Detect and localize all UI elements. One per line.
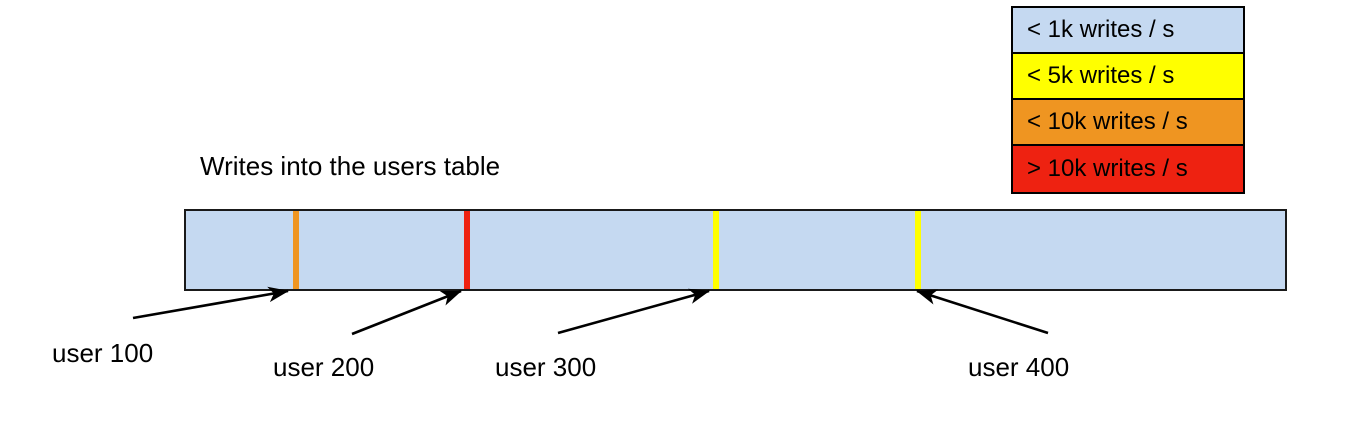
label-user-200: user 200 [273,352,375,382]
arrow-user-200 [351,289,462,336]
label-user-300: user 300 [495,352,597,382]
bar-marker-user-100 [293,211,299,289]
bar-marker-user-200 [464,211,470,289]
arrow-user-300 [557,288,711,335]
legend-row-over-10k: > 10k writes / s [1013,146,1243,192]
legend-label-under-5k: < 5k writes / s [1027,62,1175,89]
bar-marker-user-400 [915,211,921,289]
legend-label-over-10k: > 10k writes / s [1027,155,1188,182]
legend-row-under-1k: < 1k writes / s [1013,8,1243,54]
arrow-user-400 [916,289,1049,335]
label-user-100: user 100 [52,338,154,368]
legend-row-under-5k: < 5k writes / s [1013,54,1243,100]
users-table-bar-fill [186,211,1285,289]
users-table-bar [184,209,1287,291]
write-rate-legend: < 1k writes / s < 5k writes / s < 10k wr… [1011,6,1245,194]
legend-label-under-10k: < 10k writes / s [1027,108,1188,135]
chart-title: Writes into the users table [200,151,501,181]
label-user-400: user 400 [968,352,1070,382]
legend-label-under-1k: < 1k writes / s [1027,16,1175,43]
legend-row-under-10k: < 10k writes / s [1013,100,1243,146]
arrow-user-100 [132,286,290,320]
bar-marker-user-300 [713,211,719,289]
